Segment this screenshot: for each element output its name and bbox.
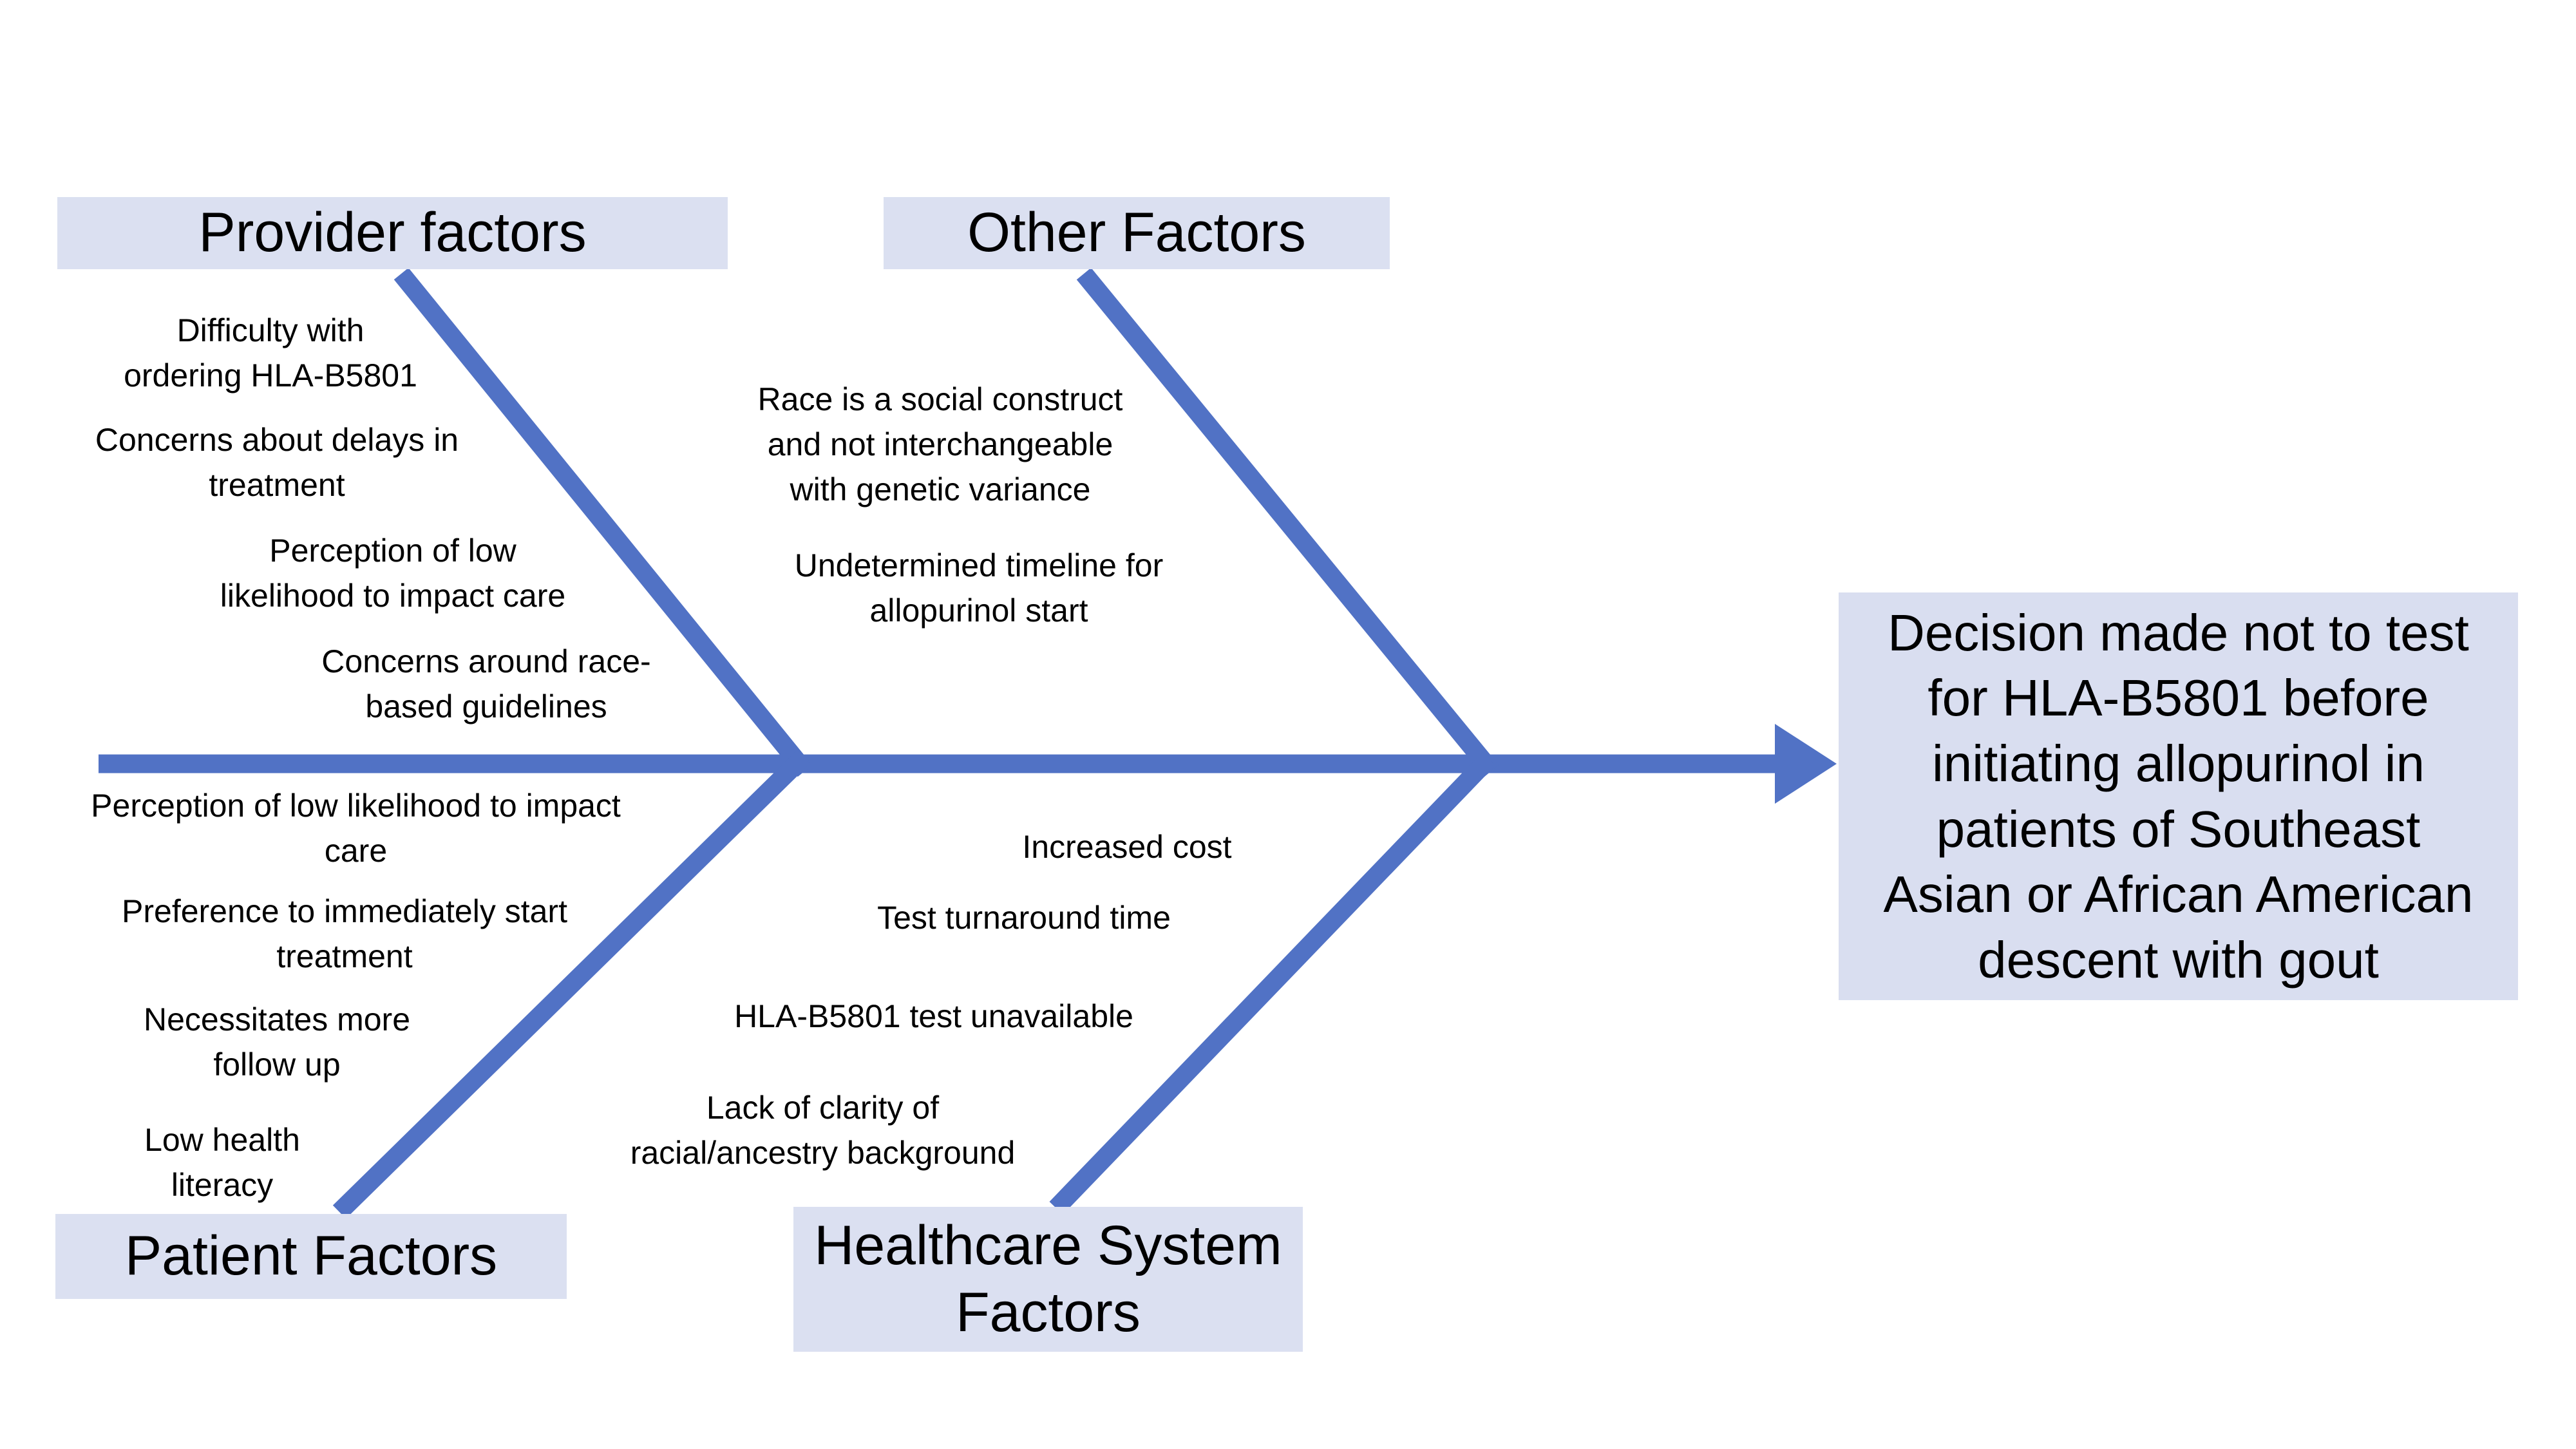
cause-item: Necessitates more follow up: [143, 1001, 411, 1083]
category-box-patient-factors: Patient Factors: [55, 1214, 567, 1299]
cause-item: Difficulty with ordering HLA-B5801: [124, 312, 417, 393]
cause-item: Test turnaround time: [877, 900, 1171, 936]
arrow-head-icon: [1775, 724, 1837, 804]
cause-item: Perception of low likelihood to impact c…: [220, 533, 566, 614]
effect-box: Decision made not to test for HLA-B5801 …: [1839, 592, 2518, 1000]
cause-item: Increased cost: [1022, 829, 1232, 865]
cause-item: Race is a social construct and not inter…: [757, 381, 1123, 507]
cause-item: Lack of clarity of racial/ancestry backg…: [630, 1090, 1016, 1171]
cause-item: Concerns around race- based guidelines: [321, 643, 651, 724]
category-box-other-factors: Other Factors: [884, 197, 1390, 269]
branch-line-provider-factors: [393, 267, 813, 777]
cause-item: Low health literacy: [144, 1122, 300, 1203]
branch-line-other-factors: [1076, 267, 1499, 777]
cause-item: Undetermined timeline for allopurinol st…: [794, 547, 1164, 629]
cause-item: Preference to immediately start treatmen…: [122, 893, 567, 974]
branch-line-patient-factors: [332, 750, 810, 1219]
branch-line-healthcare-system-factors: [1049, 752, 1496, 1215]
cause-item: HLA-B5801 test unavailable: [734, 998, 1133, 1034]
category-box-provider-factors: Provider factors: [57, 197, 728, 269]
cause-item: Perception of low likelihood to impact c…: [91, 788, 621, 869]
category-box-healthcare-system-factors: Healthcare System Factors: [793, 1207, 1303, 1352]
cause-item: Concerns about delays in treatment: [95, 422, 459, 503]
